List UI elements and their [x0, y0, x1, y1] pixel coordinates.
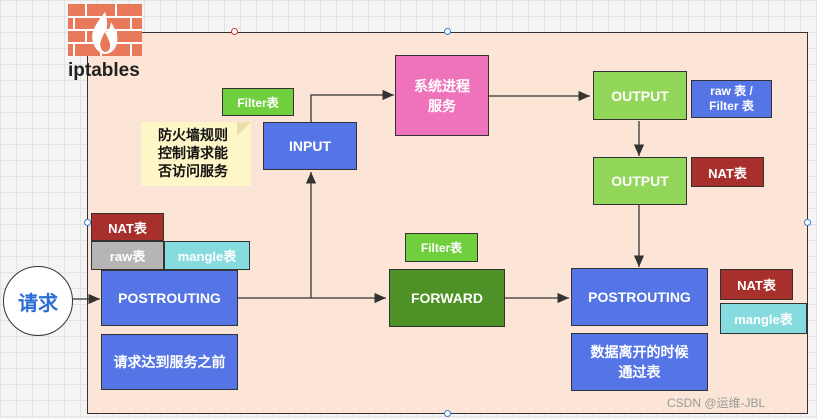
- note-line: 防火墙规则: [158, 127, 228, 143]
- note-line: 控制请求能: [158, 145, 228, 161]
- watermark: CSDN @运维-JBL: [667, 396, 766, 410]
- firewall-logo-icon: [68, 4, 142, 56]
- raw-filter-table[interactable]: raw 表 / Filter 表: [691, 80, 772, 118]
- filter-table-forward[interactable]: Filter表: [405, 233, 478, 262]
- postrouting-right-node[interactable]: POSTROUTING: [571, 268, 708, 326]
- raw-table-left[interactable]: raw表: [91, 241, 164, 270]
- output-mid-node[interactable]: OUTPUT: [593, 157, 687, 205]
- output-top-node[interactable]: OUTPUT: [593, 71, 687, 120]
- note-fold: [237, 122, 251, 136]
- note: 防火墙规则 控制请求能 否访问服务: [141, 122, 251, 186]
- handle[interactable]: [231, 28, 238, 35]
- filter-table-input[interactable]: Filter表: [222, 88, 294, 116]
- forward-node[interactable]: FORWARD: [389, 269, 505, 327]
- nat-table-right[interactable]: NAT表: [720, 269, 793, 300]
- handle[interactable]: [804, 219, 811, 226]
- handle[interactable]: [84, 219, 91, 226]
- nat-table-output[interactable]: NAT表: [691, 157, 764, 187]
- mangle-table-right[interactable]: mangle表: [720, 303, 807, 334]
- handle[interactable]: [444, 28, 451, 35]
- handle[interactable]: [444, 410, 451, 417]
- desc-left-node[interactable]: 请求达到服务之前: [101, 334, 238, 390]
- note-line: 否访问服务: [158, 163, 228, 179]
- request-node[interactable]: 请求: [3, 266, 73, 336]
- logo-text: iptables: [68, 60, 140, 81]
- input-node[interactable]: INPUT: [263, 122, 357, 170]
- nat-table-left[interactable]: NAT表: [91, 213, 164, 241]
- mangle-table-left[interactable]: mangle表: [164, 241, 250, 270]
- postrouting-left-node[interactable]: POSTROUTING: [101, 270, 238, 326]
- service-node[interactable]: 系统进程 服务: [395, 55, 489, 136]
- desc-right-node[interactable]: 数据离开的时候 通过表: [571, 333, 708, 391]
